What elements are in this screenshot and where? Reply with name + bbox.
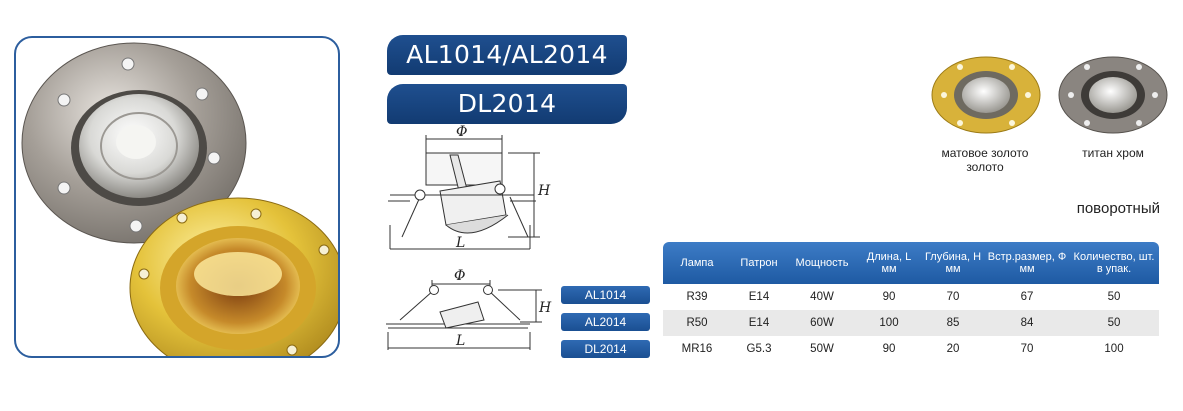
table-cell: 40W: [810, 291, 834, 303]
height-label: H: [537, 183, 551, 199]
chrome-fixture-image: [21, 42, 247, 244]
table-cell: 50: [1069, 310, 1159, 336]
table-cell: 100: [857, 310, 921, 336]
table-cell: E14: [731, 310, 787, 336]
dimension-drawing-rotating: Φ H L: [388, 125, 551, 251]
finish-label-gold: матовое золото золото: [941, 146, 1029, 174]
spec-table: Лампа Патрон Мощность Длина, L мм Глубин…: [663, 242, 1159, 362]
model-tag-dl2014: DL2014: [561, 340, 650, 358]
table-cell: 50W: [810, 343, 834, 355]
finish-swatch-gold: [931, 56, 1041, 134]
length-label: L: [455, 235, 465, 251]
table-cell: MR16: [681, 343, 713, 355]
header-cutout: Встр.размер, Ф мм: [985, 242, 1069, 284]
table-row: MR16 G5.3 50W 90 20 70 100: [663, 336, 1159, 362]
model-title: AL1014/AL2014: [387, 35, 627, 75]
table-row: R39 E14 40W 90 70 67 50: [663, 284, 1159, 310]
table-cell: 70: [946, 291, 960, 303]
model-tag-al1014: AL1014: [561, 286, 650, 304]
table-cell: 67: [1020, 291, 1034, 303]
table-cell: 84: [985, 310, 1069, 336]
table-cell: G5.3: [746, 343, 772, 355]
dimension-drawing-flat: Φ H L: [386, 268, 552, 350]
header-depth: Глубина, Н мм: [921, 242, 985, 284]
diameter-label: Φ: [456, 125, 467, 140]
header-lamp: Лампа: [663, 242, 731, 284]
table-cell: 60W: [787, 310, 857, 336]
table-cell: 85: [921, 310, 985, 336]
table-cell: R50: [663, 310, 731, 336]
product-photo-frame: [14, 36, 340, 358]
height-label-flat: H: [538, 300, 552, 316]
table-cell: 90: [882, 343, 896, 355]
table-cell: 50: [1107, 291, 1121, 303]
rotation-type-label: поворотный: [1076, 200, 1160, 217]
gold-fixture-image: [129, 197, 338, 356]
product-photo: [21, 42, 338, 356]
header-power: Мощность: [787, 242, 857, 284]
table-header-row: Лампа Патрон Мощность Длина, L мм Глубин…: [663, 242, 1159, 284]
header-socket: Патрон: [731, 242, 787, 284]
header-quantity: Количество, шт. в упак.: [1069, 242, 1159, 284]
diameter-label-flat: Φ: [454, 268, 465, 284]
length-label-flat: L: [455, 333, 465, 349]
model-tag-al2014: AL2014: [561, 313, 650, 331]
table-cell: 20: [946, 343, 960, 355]
table-cell: 70: [1020, 343, 1034, 355]
table-cell: 100: [1104, 343, 1124, 355]
table-cell: E14: [748, 291, 770, 303]
finish-swatch-chrome: [1058, 56, 1168, 134]
table-cell: 90: [882, 291, 896, 303]
table-row: R50 E14 60W 100 85 84 50: [663, 310, 1159, 336]
header-length: Длина, L мм: [857, 242, 921, 284]
table-cell: R39: [686, 291, 708, 303]
finish-label-chrome: титан хром: [1082, 146, 1144, 160]
model-subtitle: DL2014: [387, 84, 627, 124]
